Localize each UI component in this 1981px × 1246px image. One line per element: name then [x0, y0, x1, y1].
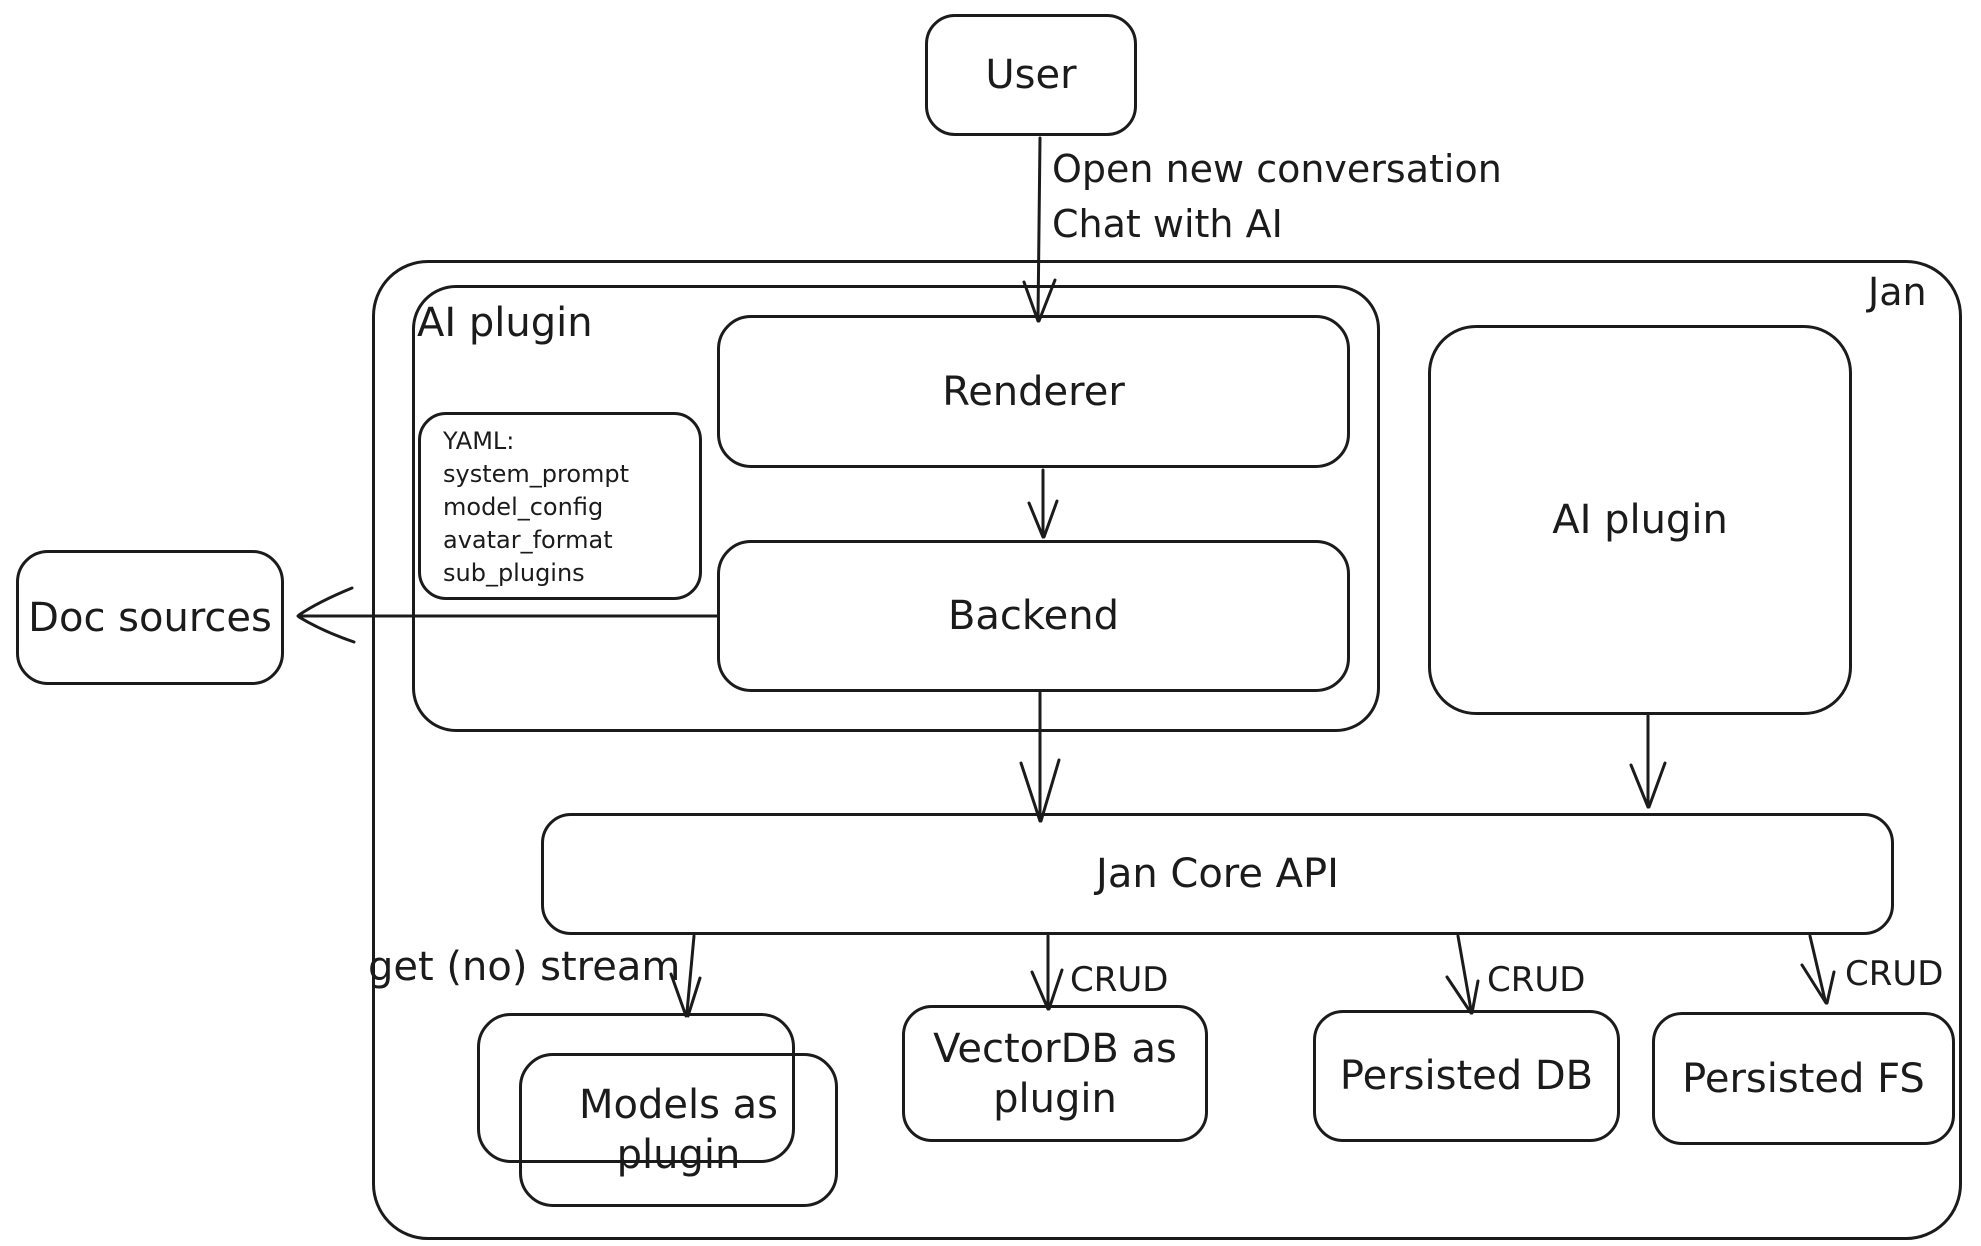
- edge-label-chat-with-ai: Chat with AI: [1052, 202, 1283, 246]
- node-ai-plugin-left-container: [412, 285, 1380, 732]
- node-jan-label: Jan: [1868, 270, 1927, 314]
- node-persisted-db-label: Persisted DB: [1339, 1053, 1594, 1099]
- yaml-line-system-prompt: system_prompt: [443, 460, 630, 488]
- edge-label-open-new-conversation: Open new conversation: [1052, 147, 1502, 191]
- node-ai-plugin-left-label: AI plugin: [417, 300, 593, 346]
- node-renderer: Renderer: [717, 315, 1350, 468]
- edge-label-crud-vectordb: CRUD: [1070, 960, 1169, 1000]
- node-models-as-plugin-label: Models as plugin: [578, 1082, 778, 1178]
- node-renderer-label: Renderer: [942, 368, 1125, 415]
- edge-label-crud-persisted-fs: CRUD: [1845, 954, 1944, 994]
- node-backend: Backend: [717, 540, 1350, 692]
- yaml-line-sub-plugins: sub_plugins: [443, 559, 585, 587]
- node-doc-sources: Doc sources: [16, 550, 284, 685]
- node-backend-label: Backend: [947, 593, 1120, 639]
- node-jan-core-api-label: Jan Core API: [1096, 851, 1339, 897]
- node-persisted-fs-label: Persisted FS: [1682, 1055, 1925, 1102]
- node-vectordb-as-plugin-label: VectorDB as plugin: [933, 1025, 1177, 1122]
- edge-label-user-to-renderer: Open new conversation Chat with AI: [1052, 142, 1502, 252]
- node-vectordb-as-plugin: VectorDB as plugin: [902, 1005, 1208, 1142]
- yaml-line-model-config: model_config: [443, 493, 604, 521]
- node-persisted-db: Persisted DB: [1313, 1010, 1620, 1142]
- node-ai-plugin-right-label: AI plugin: [1552, 497, 1728, 543]
- node-yaml-note: YAML: system_prompt model_config avatar_…: [418, 412, 702, 600]
- node-jan-core-api: Jan Core API: [541, 813, 1894, 935]
- node-jan-container: [372, 260, 1962, 1240]
- edge-label-crud-persisted-db: CRUD: [1487, 960, 1586, 1000]
- node-models-as-plugin-back: [477, 1013, 795, 1163]
- node-models-as-plugin: Models as plugin: [519, 1053, 838, 1207]
- node-persisted-fs: Persisted FS: [1652, 1012, 1955, 1145]
- yaml-line-avatar-format: avatar_format: [443, 526, 613, 554]
- node-ai-plugin-right: AI plugin: [1428, 325, 1852, 715]
- edge-label-get-no-stream: get (no) stream: [368, 944, 681, 990]
- yaml-line-title: YAML:: [443, 427, 515, 455]
- node-doc-sources-label: Doc sources: [28, 594, 272, 641]
- node-user-label: User: [985, 52, 1077, 98]
- yaml-note-lines: YAML: system_prompt model_config avatar_…: [443, 425, 629, 590]
- node-user: User: [925, 14, 1137, 136]
